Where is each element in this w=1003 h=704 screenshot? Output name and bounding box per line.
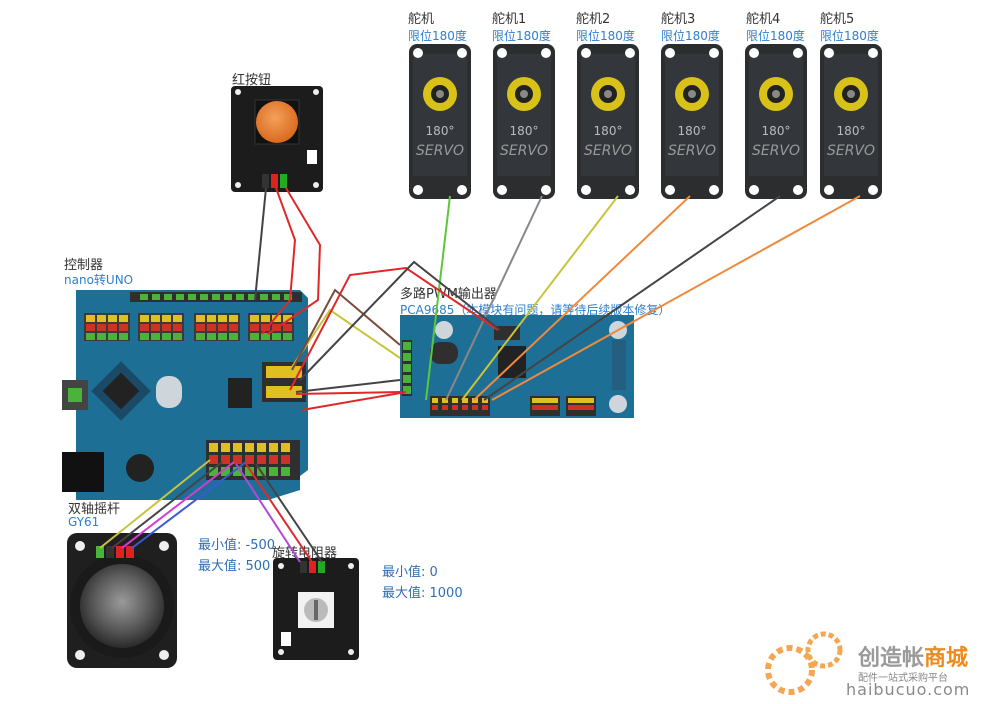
servo-0-limit: 限位180度 <box>408 29 467 43</box>
button-label: 红按钮 <box>232 73 272 88</box>
servo-2-dial: 180° <box>594 124 623 138</box>
push-button-icon[interactable] <box>256 101 298 143</box>
servo-3[interactable]: 180° SERVO <box>661 44 723 199</box>
red-button-module[interactable] <box>231 86 323 192</box>
wires <box>99 187 861 563</box>
controller-board[interactable] <box>62 290 308 500</box>
servo-5-limit: 限位180度 <box>820 29 879 43</box>
power-jack-icon <box>62 452 104 492</box>
servo-0[interactable]: 180° SERVO <box>409 44 471 199</box>
pot-min: 最小值: 0 <box>382 565 438 580</box>
watermark-tagline: 配件一站式采购平台 <box>858 673 948 684</box>
servo-0-brand: SERVO <box>416 143 464 159</box>
servo-5-brand: SERVO <box>827 143 875 159</box>
servo-4-limit: 限位180度 <box>746 29 805 43</box>
servo-0-name: 舵机 <box>408 12 435 27</box>
servo-2[interactable]: 180° SERVO <box>577 44 639 199</box>
servo-1-dial: 180° <box>510 124 539 138</box>
servo-4-name: 舵机4 <box>746 12 781 27</box>
servo-5-name: 舵机5 <box>820 12 855 27</box>
pwm-label: 多路PWM输出器 <box>400 287 497 302</box>
watermark-url: haibucuo.com <box>846 680 971 699</box>
servo-4-dial: 180° <box>762 124 791 138</box>
servo-5-dial: 180° <box>837 124 866 138</box>
joystick-module[interactable] <box>67 533 177 668</box>
servo-3-name: 舵机3 <box>661 12 696 27</box>
servo-1-limit: 限位180度 <box>492 29 551 43</box>
servo-2-limit: 限位180度 <box>576 29 635 43</box>
joystick-min: 最小值: -500 <box>198 538 276 553</box>
servo-0-dial: 180° <box>426 124 455 138</box>
pwm-subtitle: PCA9685（本模块有问题，请等待后续版本修复） <box>400 303 671 317</box>
servo-1-name: 舵机1 <box>492 12 527 27</box>
servo-3-dial: 180° <box>678 124 707 138</box>
pwm-driver-board[interactable] <box>400 315 634 418</box>
controller-label: 控制器 <box>64 258 104 273</box>
servo-2-brand: SERVO <box>584 143 632 159</box>
joystick-knob-icon[interactable] <box>80 564 164 648</box>
pot-max: 最大值: 1000 <box>382 586 463 601</box>
joystick-label: 双轴摇杆 <box>68 502 121 517</box>
servo-4[interactable]: 180° SERVO <box>745 44 807 199</box>
servo-4-brand: SERVO <box>752 143 800 159</box>
servo-1[interactable]: 180° SERVO <box>493 44 555 199</box>
watermark-gear-icon <box>765 631 843 695</box>
servo-3-limit: 限位180度 <box>661 29 720 43</box>
watermark-title: 创造帐商城 <box>858 646 969 671</box>
servo-5[interactable]: 180° SERVO <box>820 44 882 199</box>
servo-2-name: 舵机2 <box>576 12 611 27</box>
servo-1-brand: SERVO <box>500 143 548 159</box>
joystick-subtitle: GY61 <box>68 515 100 529</box>
potentiometer-module[interactable] <box>273 558 359 660</box>
controller-subtitle: nano转UNO <box>64 273 134 287</box>
servo-3-brand: SERVO <box>668 143 716 159</box>
pot-label: 旋转电阻器 <box>272 546 338 561</box>
joystick-max: 最大值: 500 <box>198 559 271 574</box>
